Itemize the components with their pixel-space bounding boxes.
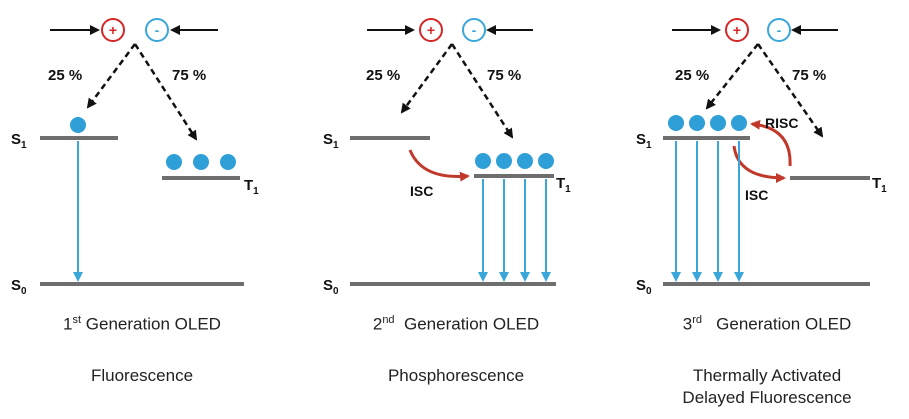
panel-2nd-generation: + - 25 % 75 % S1 T1 S0 ISC — [323, 18, 571, 297]
electron-icon — [767, 18, 791, 42]
generation-caption: 3rd Generation OLED — [682, 314, 852, 334]
hole-icon — [101, 18, 125, 42]
triplet-path-arrow — [756, 43, 824, 138]
s1-label: S1 — [636, 131, 652, 151]
t1-label: T1 — [244, 177, 259, 197]
s1-label: S1 — [323, 131, 339, 151]
singlet-exciton — [710, 115, 726, 131]
isc-label: ISC — [745, 187, 768, 203]
hole-sign: + — [733, 22, 741, 38]
risc-arrow — [750, 119, 792, 167]
triplet-path-arrow — [133, 43, 198, 141]
risc-label: RISC — [765, 115, 798, 131]
electron-sign: - — [155, 22, 160, 38]
triplet-path-arrow — [450, 43, 514, 139]
singlet-exciton — [731, 115, 747, 131]
singlet-exciton — [689, 115, 705, 131]
singlet-exciton — [668, 115, 684, 131]
isc-arrow — [732, 145, 786, 183]
triplet-exciton — [538, 153, 554, 169]
electron-icon — [145, 18, 169, 42]
isc-label: ISC — [410, 183, 433, 199]
isc-arrow — [408, 149, 470, 182]
triplet-exciton — [496, 153, 512, 169]
electron-sign: - — [777, 22, 782, 38]
singlet-path-arrow — [86, 43, 137, 109]
triplet-exciton — [517, 153, 533, 169]
s1-label: S1 — [11, 131, 27, 151]
electron-icon — [462, 18, 486, 42]
process-caption: Fluorescence — [90, 366, 194, 385]
triplet-percentage: 75 % — [792, 67, 826, 84]
singlet-percentage: 25 % — [48, 67, 82, 84]
singlet-path-arrow — [400, 43, 454, 114]
s0-label: S0 — [11, 277, 27, 297]
t1-label: T1 — [556, 175, 571, 195]
hole-icon — [419, 18, 443, 42]
s0-label: S0 — [323, 277, 339, 297]
triplet-exciton — [475, 153, 491, 169]
triplet-percentage: 75 % — [487, 67, 521, 84]
triplet-exciton — [193, 154, 209, 170]
panel-3rd-generation: + - 25 % 75 % S1 T1 S0 RISC ISC — [636, 18, 887, 297]
hole-icon — [725, 18, 749, 42]
generation-caption: 1st Generation OLED — [63, 314, 221, 334]
electron-sign: - — [472, 22, 477, 38]
triplet-exciton — [220, 154, 236, 170]
singlet-percentage: 25 % — [366, 67, 400, 84]
hole-sign: + — [109, 22, 117, 38]
panel-1st-generation: + - 25 % 75 % S1 T1 S0 — [11, 18, 259, 297]
triplet-exciton — [166, 154, 182, 170]
singlet-exciton — [70, 117, 86, 133]
s0-label: S0 — [636, 277, 652, 297]
hole-sign: + — [427, 22, 435, 38]
triplet-percentage: 75 % — [172, 67, 206, 84]
process-caption: Phosphorescence — [387, 366, 525, 385]
singlet-percentage: 25 % — [675, 67, 709, 84]
t1-label: T1 — [872, 175, 887, 195]
singlet-path-arrow — [705, 43, 759, 110]
generation-caption: 2nd Generation OLED — [372, 314, 540, 334]
